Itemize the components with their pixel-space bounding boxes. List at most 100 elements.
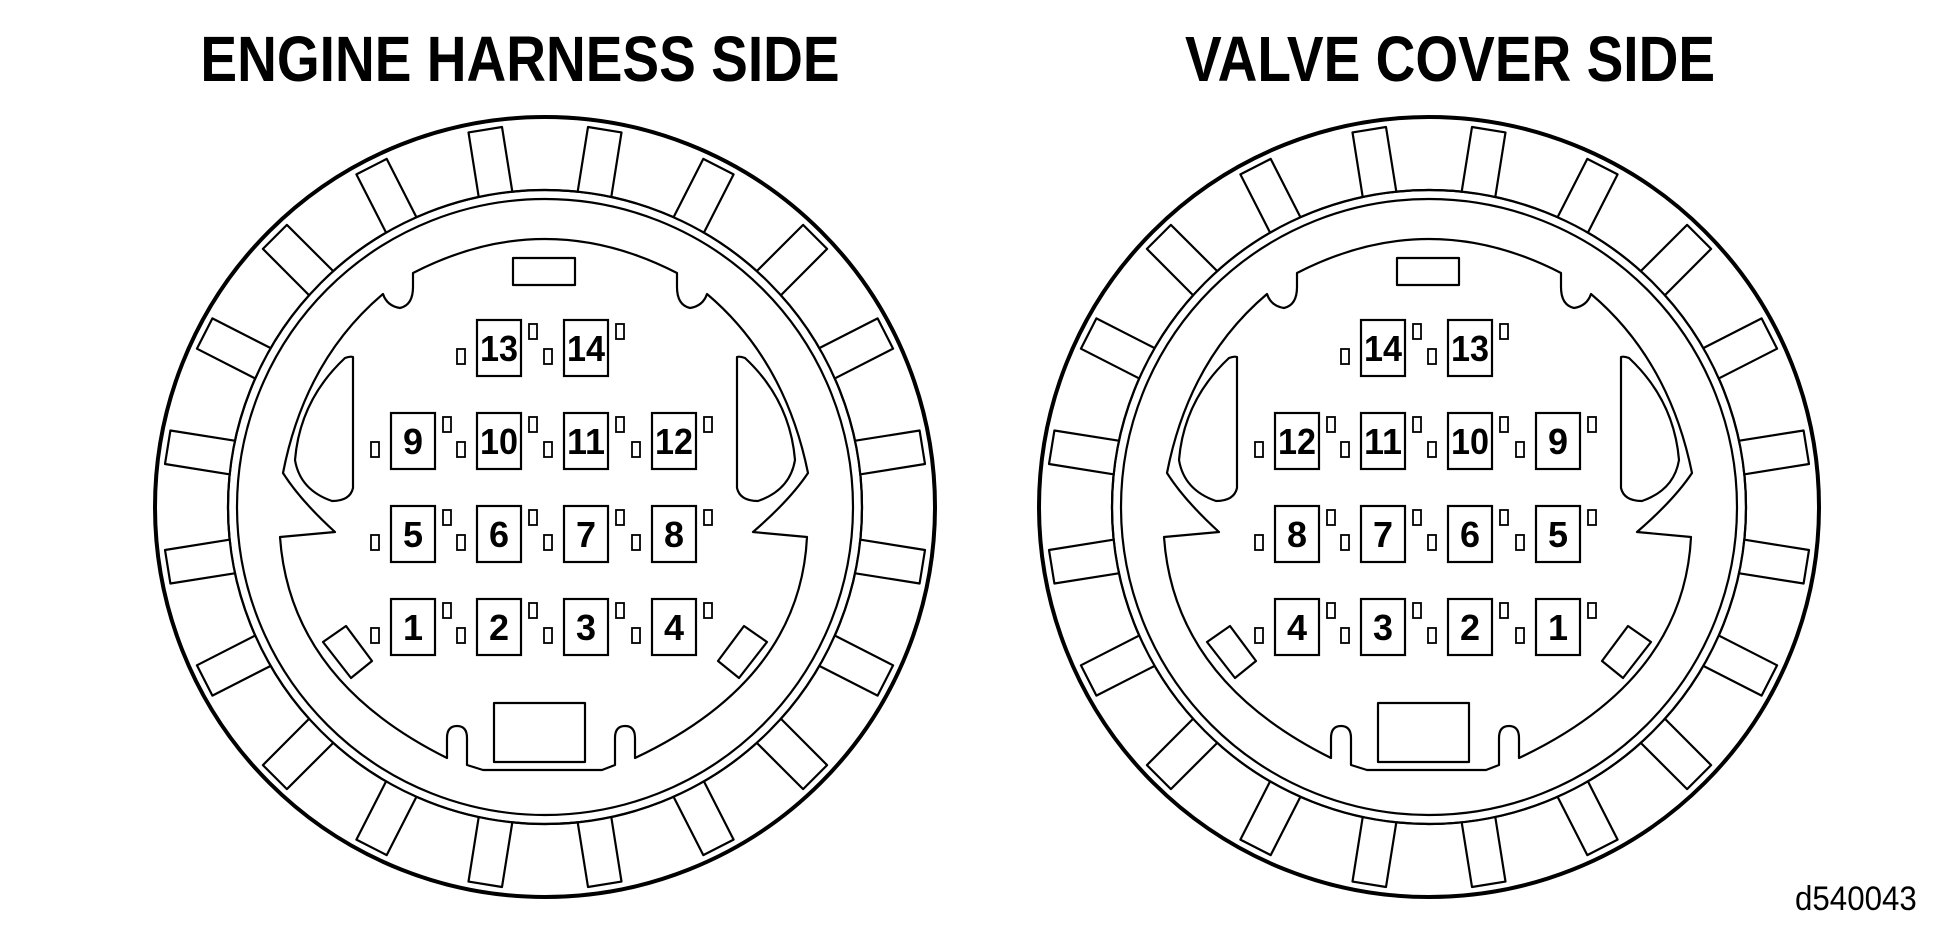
shell-rib-tab — [672, 780, 735, 857]
pin-cavity-8: 8 — [631, 504, 713, 564]
terminal-lock-window — [370, 534, 380, 551]
terminal-lock-window — [631, 441, 641, 458]
pin-cavity-12: 12 — [631, 411, 713, 471]
pin-number-label: 4 — [664, 607, 684, 648]
insert-cavity-outline — [278, 238, 810, 772]
shell-rib-tab — [576, 816, 623, 889]
pin-number-label: 3 — [1373, 607, 1393, 648]
terminal-lock-window — [442, 509, 452, 526]
pin-cavity-14: 14 — [1340, 318, 1422, 378]
terminal-lock-window — [528, 602, 538, 619]
shell-rib-tab — [672, 157, 735, 234]
terminal-lock-window — [543, 627, 553, 644]
pin-number-label: 12 — [1278, 421, 1316, 462]
terminal-lock-window — [1254, 441, 1264, 458]
shell-rib-tab — [1145, 717, 1219, 791]
shell-rib-tab — [1239, 157, 1302, 234]
shell-rib-tab — [576, 125, 623, 198]
shell-rib-tab — [1351, 125, 1398, 198]
shell-rib-tab — [854, 429, 927, 476]
shell-rib-tab — [1239, 780, 1302, 857]
terminal-lock-window — [1254, 534, 1264, 551]
terminal-lock-window — [543, 348, 553, 365]
shell-rib-tab — [355, 157, 418, 234]
pin-number-label: 14 — [1364, 328, 1402, 369]
pin-number-label: 9 — [403, 421, 423, 462]
pin-cavity-11: 11 — [1340, 411, 1422, 471]
terminal-lock-window — [528, 416, 538, 433]
pin-cavity-6: 6 — [456, 504, 538, 564]
pin-cavity-7: 7 — [543, 504, 625, 564]
lower-left-key — [321, 624, 374, 680]
terminal-lock-window — [1340, 627, 1350, 644]
pin-number-label: 11 — [567, 421, 605, 462]
bottom-latch-window — [492, 701, 587, 764]
pin-cavity-13: 13 — [456, 318, 538, 378]
shell-rib-tab — [195, 634, 272, 697]
shell-rib-tab — [755, 717, 829, 791]
pin-cavity-7: 7 — [1340, 504, 1422, 564]
shell-rib-tab — [467, 816, 514, 889]
terminal-lock-window — [1515, 534, 1525, 551]
pin-cavity-14: 14 — [543, 318, 625, 378]
right-polarizing-slot — [735, 355, 797, 503]
terminal-lock-window — [1340, 441, 1350, 458]
shell-rib-tab — [1738, 429, 1811, 476]
top-key-slot — [511, 256, 577, 287]
shell-rib-tab — [1460, 816, 1507, 889]
terminal-lock-window — [615, 416, 625, 433]
shell-rib-tab — [818, 317, 895, 380]
shell-rib-tab — [1738, 538, 1811, 585]
terminal-lock-window — [703, 509, 713, 526]
shell-rib-tab — [1639, 717, 1713, 791]
shell-rib-tab — [1556, 780, 1619, 857]
lower-left-key — [1205, 624, 1258, 680]
inner-ring-inner — [235, 197, 855, 817]
left-polarizing-slot — [1177, 355, 1239, 503]
terminal-lock-window — [442, 416, 452, 433]
shell-rib-tab — [467, 125, 514, 198]
terminal-lock-window — [456, 534, 466, 551]
inner-ring-inner — [1119, 197, 1739, 817]
shell-rib-tab — [1639, 223, 1713, 297]
terminal-lock-window — [1499, 416, 1509, 433]
pin-number-label: 7 — [576, 514, 596, 555]
terminal-lock-window — [1587, 416, 1597, 433]
pin-number-label: 13 — [480, 328, 518, 369]
terminal-lock-window — [1427, 627, 1437, 644]
insert-cavity-outline — [1162, 238, 1694, 772]
pin-cavity-2: 2 — [456, 597, 538, 657]
pin-number-label: 1 — [1548, 607, 1568, 648]
lower-right-key — [1600, 624, 1653, 680]
terminal-lock-window — [1499, 602, 1509, 619]
figure-id-label: d540043 — [1795, 880, 1917, 918]
pin-number-label: 1 — [403, 607, 423, 648]
pin-cavity-3: 3 — [543, 597, 625, 657]
right-polarizing-slot — [1619, 355, 1681, 503]
shell-rib-tab — [1460, 125, 1507, 198]
shell-rib-tab — [1047, 538, 1120, 585]
pin-number-label: 2 — [489, 607, 509, 648]
terminal-lock-window — [1326, 509, 1336, 526]
pin-number-label: 14 — [567, 328, 605, 369]
pin-number-label: 12 — [655, 421, 693, 462]
pin-number-label: 9 — [1548, 421, 1568, 462]
shell-rib-tab — [1556, 157, 1619, 234]
shell-rib-tab — [1079, 634, 1156, 697]
shell-rib-tab — [755, 223, 829, 297]
terminal-lock-window — [456, 348, 466, 365]
terminal-lock-window — [1587, 602, 1597, 619]
pin-number-label: 5 — [403, 514, 423, 555]
pin-cavity-6: 6 — [1427, 504, 1509, 564]
pin-cavity-1: 1 — [1515, 597, 1597, 657]
terminal-lock-window — [631, 627, 641, 644]
shell-rib-tab — [261, 717, 335, 791]
shell-rib-tab — [195, 317, 272, 380]
outer-shell — [153, 115, 937, 899]
pin-number-label: 8 — [1287, 514, 1307, 555]
terminal-lock-window — [1499, 509, 1509, 526]
terminal-lock-window — [1499, 323, 1509, 340]
pin-cavity-5: 5 — [370, 504, 452, 564]
terminal-lock-window — [615, 509, 625, 526]
